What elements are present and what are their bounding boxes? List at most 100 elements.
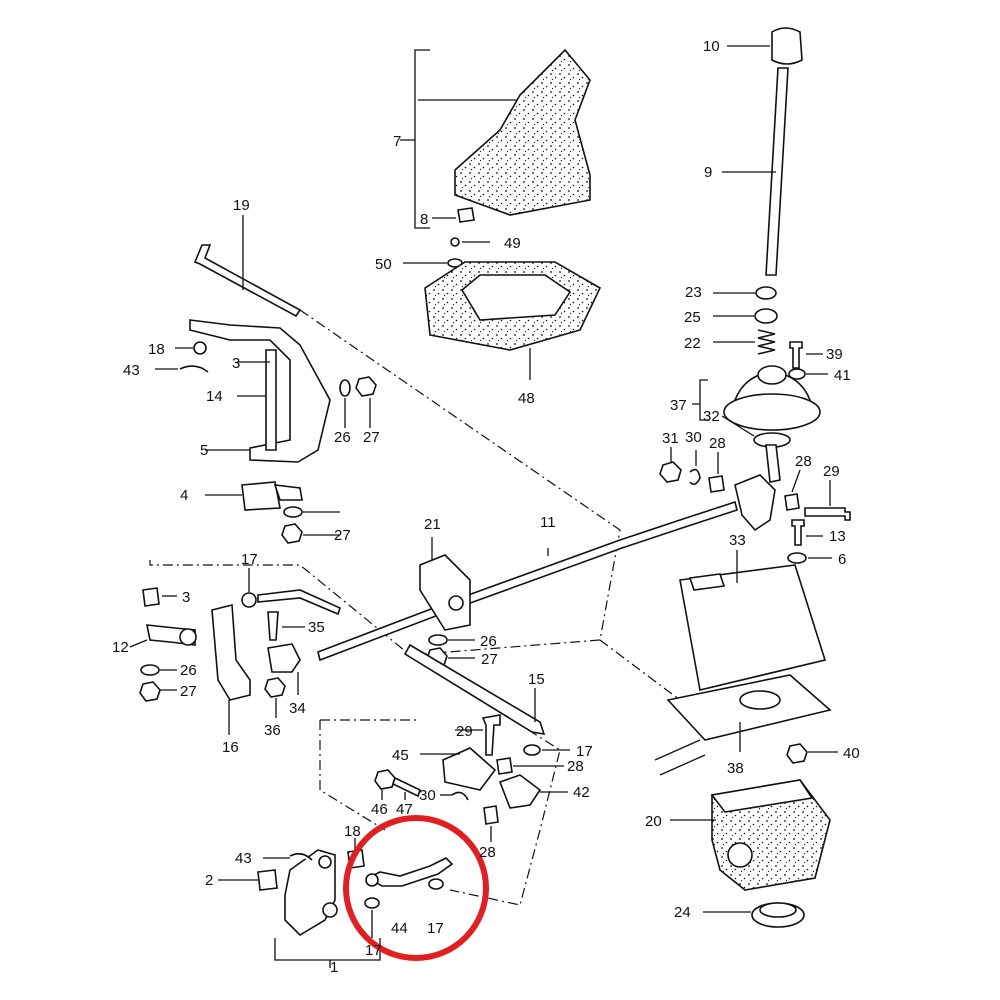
bolt-35 [267,611,279,641]
shift-boot-clip [457,207,475,223]
nut-36 [264,677,286,698]
washer-17c [428,878,444,890]
leader-32 [721,415,755,437]
callout-30: 30 [685,429,702,446]
lever-assembly-hole [318,855,332,869]
lever-16 [211,603,251,701]
plate-4 [241,481,281,511]
plate-4-tab [273,484,303,501]
callout-4: 4 [180,487,188,504]
callout-26: 26 [480,633,497,650]
bushing-28b [784,493,800,511]
callout-27: 27 [363,429,380,446]
bracket-14 [189,319,331,463]
callout-28: 28 [709,435,726,452]
clip-43a [179,365,209,373]
callout-46: 46 [371,801,388,818]
callout-18: 18 [148,341,165,358]
nut-31 [659,461,682,483]
callout-28: 28 [795,453,812,470]
link-rod-left [257,589,341,616]
callout-7: 7 [393,133,401,150]
floor-marks [654,739,706,776]
callout-9: 9 [704,164,712,181]
callout-12: 12 [112,639,129,656]
callout-16: 16 [222,739,239,756]
nut-46 [374,769,396,790]
callout-10: 10 [703,38,720,55]
callout-19: 19 [233,197,250,214]
clip-30b [451,791,469,801]
callout-32: 32 [703,408,720,425]
lever-housing-flange [723,393,821,431]
callout-37: 37 [670,397,687,414]
callout-27: 27 [180,683,197,700]
screw-49 [450,237,460,247]
assembly-outline-main [149,309,621,656]
washer-41 [788,368,806,380]
transmission-shaft [727,842,753,868]
bracket-7 [400,49,430,229]
washer-26b [283,506,303,518]
callout-44: 44 [391,920,408,937]
callout-26: 26 [180,662,197,679]
shift-rod [317,500,738,662]
callout-38: 38 [727,760,744,777]
callout-25: 25 [684,309,701,326]
callout-27: 27 [334,527,351,544]
callout-31: 31 [662,430,679,447]
bushing-28a [708,475,725,493]
callout-34: 34 [289,700,306,717]
clip-30 [689,468,701,486]
spring-22 [757,329,776,355]
joint-42 [498,774,542,809]
callout-35: 35 [308,619,325,636]
callout-43: 43 [123,362,140,379]
callout-17: 17 [241,551,258,568]
washer-26c [428,634,448,646]
callout-3: 3 [232,355,240,372]
callout-17: 17 [427,920,444,937]
leader-12 [129,639,148,648]
shift-lever-rod [765,67,789,276]
shift-boot [454,48,591,216]
callout-33: 33 [729,532,746,549]
base-plate-38-hole [739,690,781,710]
callout-42: 42 [573,784,590,801]
bolt-29a [804,507,851,521]
lever-ball [757,365,787,385]
grommet-18a [193,341,207,355]
assembly-outline-lower [319,654,561,906]
leader-28b [791,469,801,493]
linkage-rod-19 [193,244,302,318]
callout-28: 28 [567,758,584,775]
callout-29: 29 [823,463,840,480]
callout-30: 30 [419,787,436,804]
nut-40 [786,743,808,764]
callout-5: 5 [200,442,208,459]
callout-45: 45 [392,747,409,764]
rod-15 [403,643,546,736]
callout-27: 27 [481,651,498,668]
callout-13: 13 [829,528,846,545]
callout-17: 17 [365,942,382,959]
callout-22: 22 [684,335,701,352]
cover-plate-33 [679,564,827,691]
callout-11: 11 [540,514,556,531]
callout-2: 2 [205,872,213,889]
callout-28: 28 [479,844,496,861]
bushing-25 [754,308,778,324]
nut-27a [355,376,377,397]
callout-29: 29 [456,723,473,740]
callout-23: 23 [685,284,702,301]
grommet-3b [142,587,160,607]
callout-8: 8 [420,211,428,228]
callout-36: 36 [264,722,281,739]
callout-3: 3 [182,589,190,606]
washer-26d [140,664,160,676]
callout-24: 24 [674,904,691,921]
washer-6 [787,552,807,564]
lever-end-joint [734,474,776,532]
callout-50: 50 [375,256,392,273]
